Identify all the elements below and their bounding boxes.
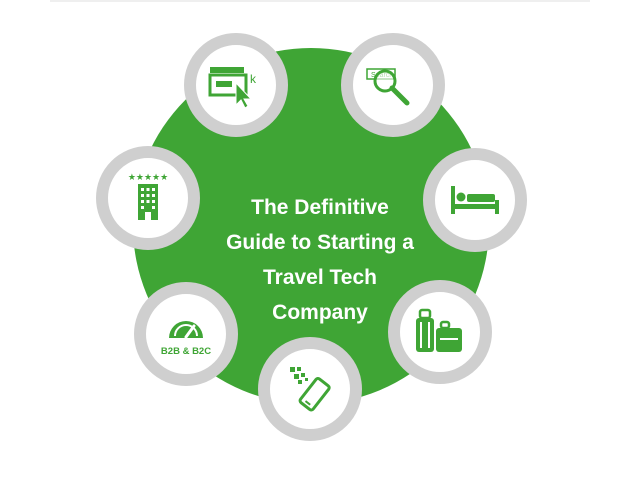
svg-text:k: k [250, 72, 257, 86]
hotel-building-icon: ★★★★★ [128, 173, 168, 220]
speedometer-icon: B2B & B2C [161, 321, 211, 357]
svg-text:★★★★★: ★★★★★ [128, 173, 168, 183]
node-b2b-b2c: B2B & B2C [134, 282, 238, 386]
title-line-2: Guide to Starting a [226, 231, 414, 254]
click-booking-icon: k [208, 67, 257, 109]
hub-title: The Definitive Guide to Starting a Trave… [210, 190, 430, 330]
search-magnifier-icon: Search [366, 68, 410, 106]
node-hotel-room [423, 148, 527, 252]
top-divider [50, 0, 590, 2]
luggage-icon [416, 308, 462, 352]
node-mobile [258, 337, 362, 441]
bed-icon [451, 186, 499, 214]
title-line-4: Company [272, 301, 368, 324]
title-line-1: The Definitive [251, 196, 389, 219]
b2b-b2c-label: B2B & B2C [161, 346, 211, 357]
node-hotel: ★★★★★ [96, 146, 200, 250]
smartphone-icon [290, 367, 331, 412]
node-search: Search [341, 33, 445, 137]
node-luggage [388, 280, 492, 384]
node-booking-click: k [184, 33, 288, 137]
title-line-3: Travel Tech [262, 266, 377, 289]
